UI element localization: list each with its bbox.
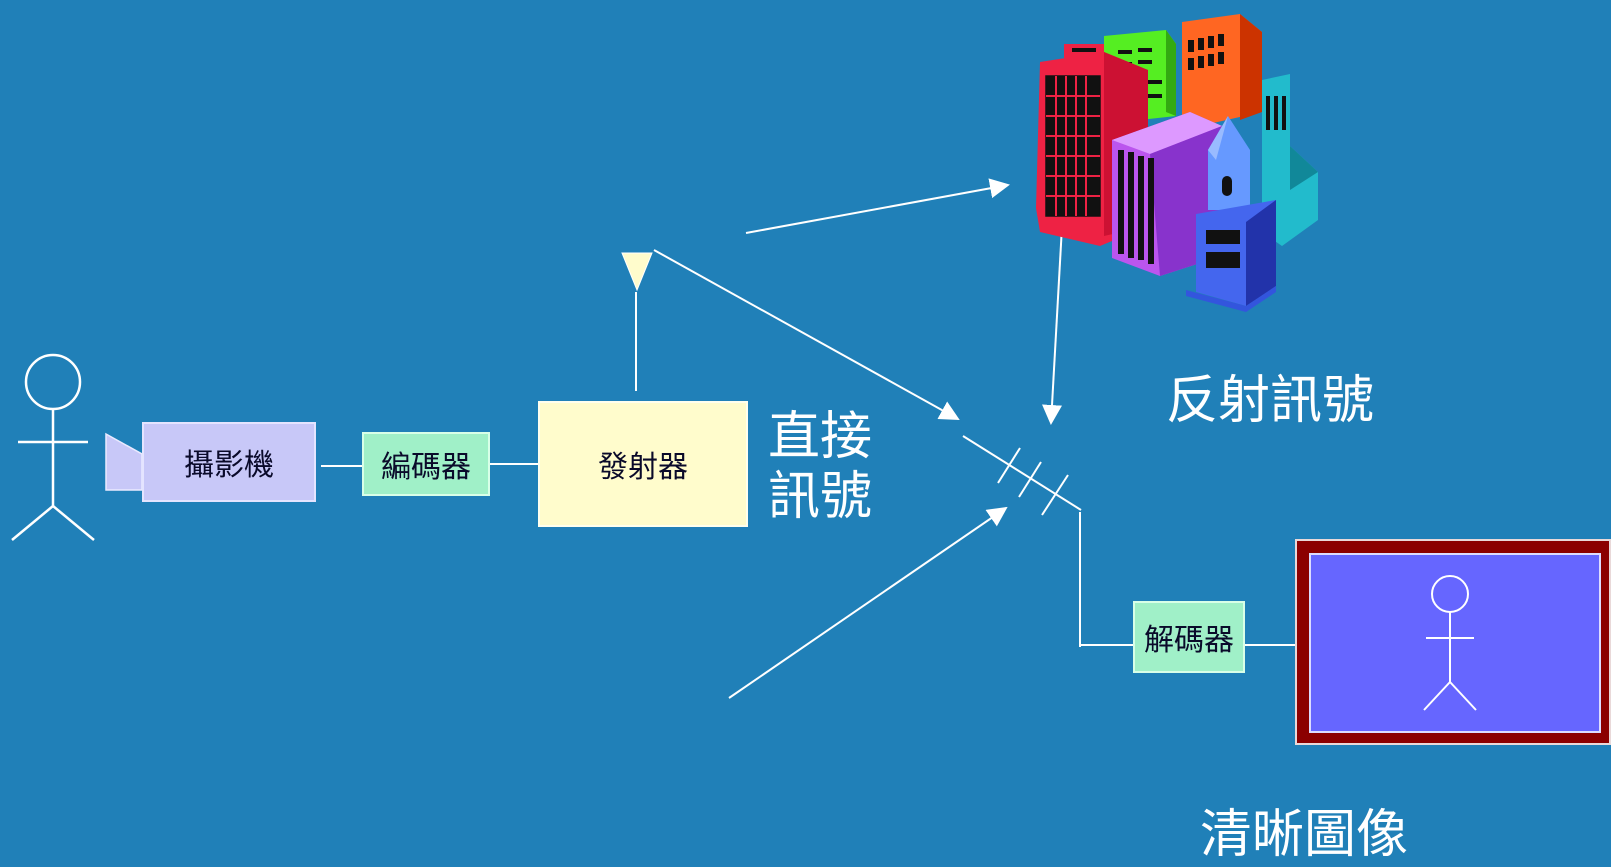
reflected-signal-label: 反射訊號 [1166,371,1375,431]
direct-signal-line2: 訊號 [768,466,873,527]
connector-lines [321,292,637,467]
monitor-display [1295,539,1611,745]
camera-lens-icon [105,432,143,491]
camera-label: 攝影機 [184,448,274,483]
direct-signal-line1: 直接 [768,407,873,467]
encoder-box: 編碼器 [362,432,490,496]
decoder-box: 解碼器 [1133,601,1245,673]
clear-image-label: 清晰圖像 [1200,805,1409,865]
ground-signal-arrow [728,506,1008,699]
direct-signal-arrow [653,249,960,420]
to-buildings-arrow [745,178,1010,234]
stick-figure-icon [11,353,95,541]
city-buildings-icon [1036,14,1318,312]
decoder-label: 解碼器 [1144,623,1234,658]
transmitter-box: 發射器 [538,401,748,527]
encoder-label: 編碼器 [381,450,471,485]
antenna-icon [621,252,653,292]
camera-box: 攝影機 [142,422,316,502]
receiver-antenna-icon [962,435,1297,647]
monitor-screen [1309,553,1601,733]
direct-signal-label: 直接 訊號 [768,407,873,528]
transmitter-label: 發射器 [598,450,688,485]
